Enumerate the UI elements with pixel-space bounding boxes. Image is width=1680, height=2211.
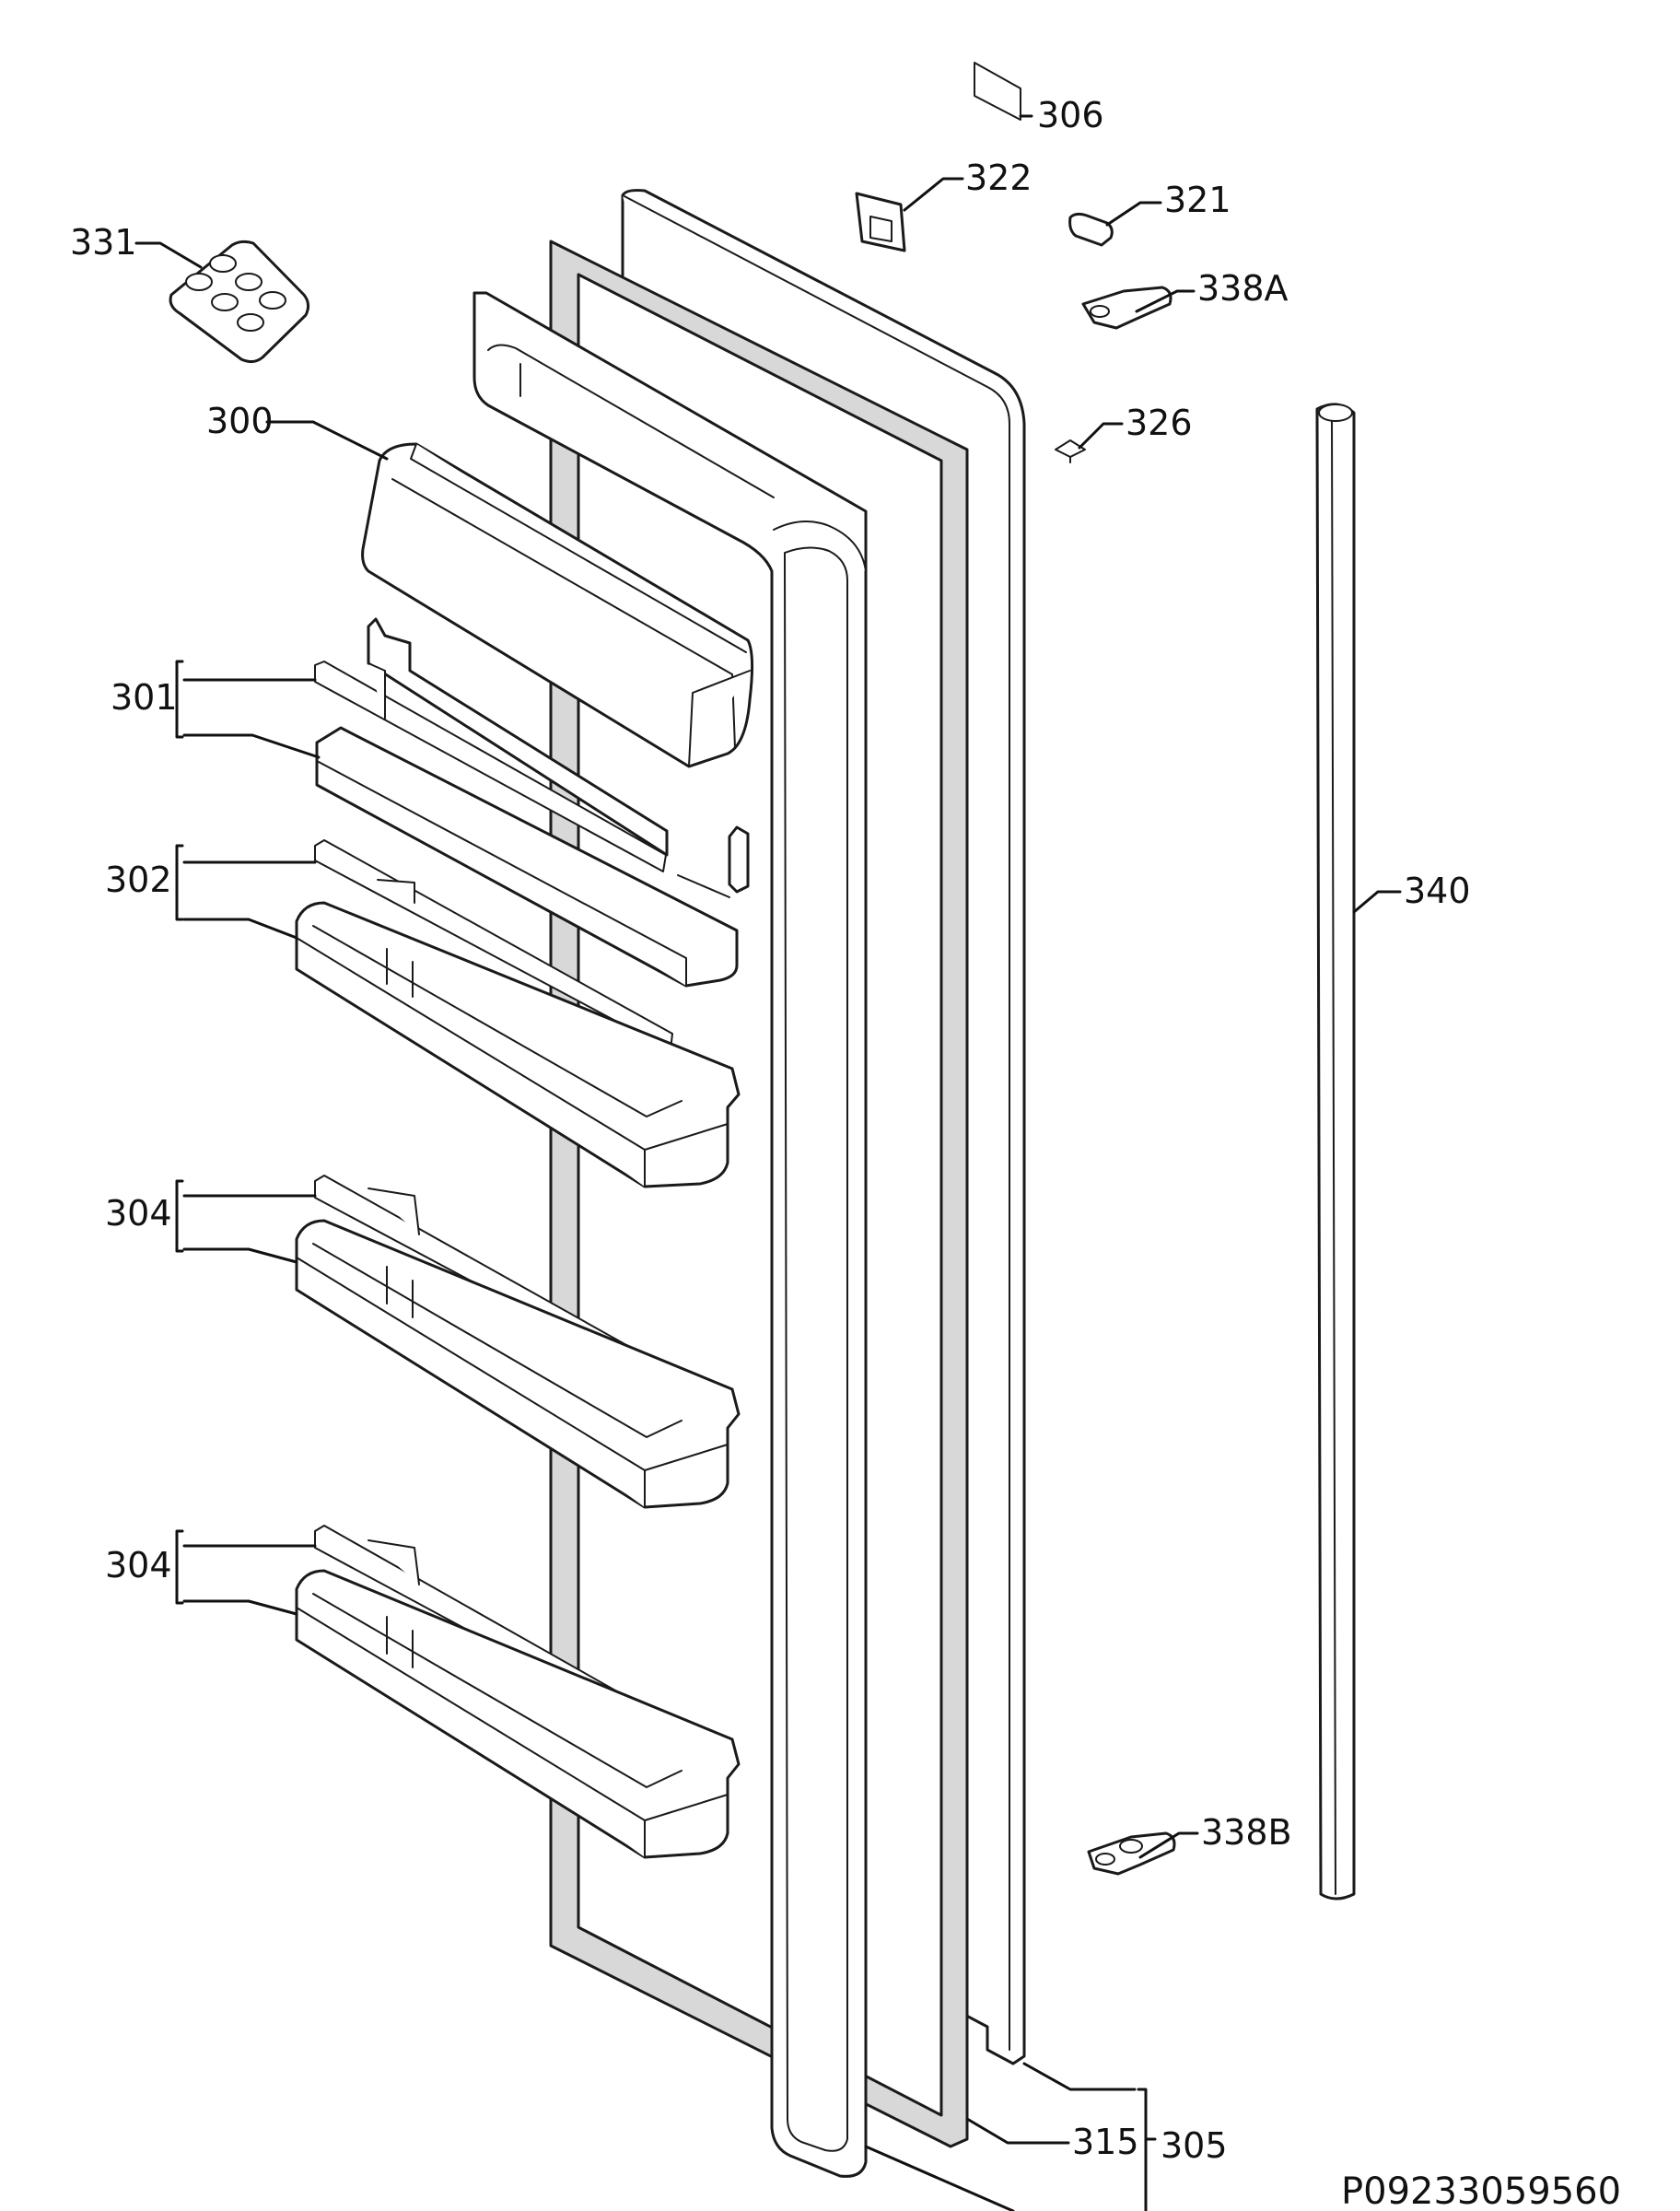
part-306-label bbox=[974, 62, 1021, 121]
label-322: 322 bbox=[965, 158, 1032, 198]
part-301-door-shelf bbox=[314, 617, 750, 988]
part-338A-hinge bbox=[1081, 286, 1172, 330]
label-315: 315 bbox=[1072, 2122, 1139, 2162]
part-326-screw bbox=[1055, 439, 1086, 463]
label-321: 321 bbox=[1164, 180, 1231, 220]
label-306: 306 bbox=[1037, 95, 1104, 135]
part-338B-hinge bbox=[1087, 1831, 1176, 1876]
inner-door-liner bbox=[472, 291, 868, 2178]
part-302-door-shelf bbox=[295, 839, 741, 1188]
label-304-upper: 304 bbox=[105, 1193, 172, 1234]
label-340: 340 bbox=[1404, 871, 1471, 911]
part-304-door-shelf-upper bbox=[295, 1175, 741, 1509]
label-338A: 338A bbox=[1197, 268, 1289, 309]
label-304-lower: 304 bbox=[105, 1545, 172, 1585]
drawing-code: P09233059560 bbox=[1341, 2170, 1621, 2211]
label-302: 302 bbox=[105, 860, 172, 900]
part-340-vertical-seal bbox=[1315, 403, 1356, 1901]
label-331: 331 bbox=[70, 222, 137, 263]
part-322-bracket bbox=[855, 192, 906, 252]
label-305: 305 bbox=[1161, 2125, 1228, 2166]
label-300: 300 bbox=[206, 401, 274, 441]
part-300-dairy-cover bbox=[361, 442, 754, 768]
label-338B: 338B bbox=[1201, 1812, 1292, 1853]
label-326: 326 bbox=[1126, 403, 1193, 443]
part-331-egg-tray bbox=[169, 240, 310, 364]
label-301: 301 bbox=[111, 677, 178, 718]
part-304-door-shelf-lower bbox=[295, 1525, 741, 1859]
part-number-labels: 306 322 321 338A 326 340 338B 331 300 30… bbox=[70, 95, 1621, 2211]
part-321-cap bbox=[1068, 212, 1114, 247]
leader-lines bbox=[134, 114, 1402, 2211]
